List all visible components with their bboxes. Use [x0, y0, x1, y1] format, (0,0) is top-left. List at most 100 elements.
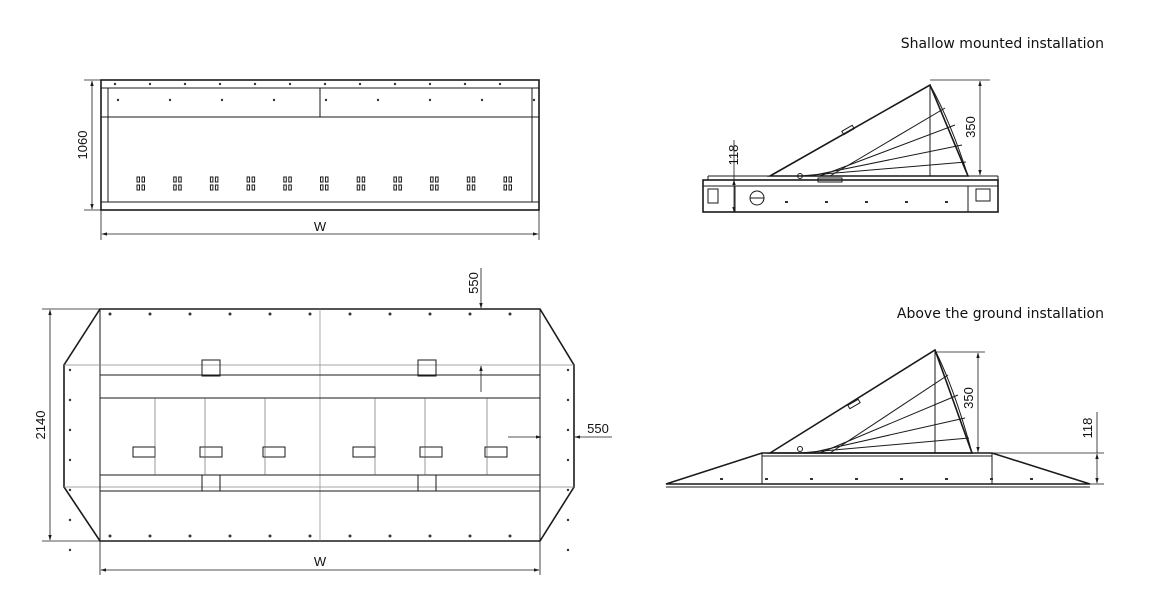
- bolt-icon: [508, 534, 512, 538]
- vent-slot: [251, 184, 256, 191]
- bolt-icon: [566, 518, 570, 522]
- vent-slot: [430, 176, 434, 183]
- above-title: Above the ground installation: [897, 306, 1104, 322]
- bolt-icon: [900, 478, 903, 480]
- bolt-icon: [508, 312, 512, 316]
- vent-slot: [173, 184, 177, 191]
- vent-slot: [435, 176, 439, 183]
- vent-slot: [214, 176, 219, 183]
- bolt-icon: [116, 98, 120, 102]
- bolt-icon: [376, 98, 380, 102]
- bolt-icon: [566, 428, 570, 432]
- dim-550-top: 550: [466, 272, 481, 294]
- bolt-icon: [68, 368, 72, 372]
- bolt-icon: [188, 312, 192, 316]
- mount-bracket: [419, 446, 443, 458]
- bolt-icon: [68, 548, 72, 552]
- bolt-icon: [108, 312, 112, 316]
- vent-slot: [398, 184, 402, 191]
- bolt-icon: [308, 534, 312, 538]
- bolt-icon: [990, 478, 993, 480]
- vent-slot: [508, 176, 512, 183]
- vent-slot: [173, 176, 177, 183]
- mount-bracket: [484, 446, 508, 458]
- vent-slot: [136, 184, 140, 191]
- vent-slot: [283, 176, 287, 183]
- bolt-icon: [468, 534, 472, 538]
- shallow-section: Shallow mounted installation 118 350: [702, 36, 1104, 213]
- vent-slot: [466, 176, 471, 183]
- bolt-icon: [785, 201, 788, 203]
- bolt-icon: [218, 82, 222, 86]
- vent-slot: [283, 184, 287, 191]
- vent-slot: [435, 184, 439, 191]
- vent-slot: [288, 176, 292, 183]
- bolt-icon: [498, 82, 502, 86]
- bolt-icon: [183, 82, 187, 86]
- mount-plate: [201, 359, 221, 377]
- bolt-icon: [532, 98, 536, 102]
- dim-118-shallow: 118: [726, 145, 741, 166]
- bolt-icon: [825, 201, 828, 203]
- bolt-icon: [810, 478, 813, 480]
- vent-slot: [356, 184, 361, 191]
- mount-bracket: [352, 446, 376, 458]
- vent-slot: [136, 176, 140, 183]
- vent-slot: [393, 176, 397, 183]
- bolt-icon: [865, 201, 868, 203]
- dim-w-top: W: [314, 219, 327, 234]
- bolt-icon: [268, 312, 272, 316]
- bolt-icon: [358, 82, 362, 86]
- bolt-icon: [905, 201, 908, 203]
- vent-slot: [471, 184, 476, 191]
- vent-slot: [361, 184, 366, 191]
- vent-slot: [246, 184, 251, 191]
- mount-plate: [417, 359, 437, 377]
- vent-slot: [325, 184, 329, 191]
- bolt-icon: [168, 98, 172, 102]
- bolt-icon: [765, 478, 768, 480]
- bolt-icon: [308, 312, 312, 316]
- bolt-icon: [348, 534, 352, 538]
- bolt-icon: [272, 98, 276, 102]
- vent-slot: [288, 184, 292, 191]
- bolt-icon: [428, 312, 432, 316]
- vent-slot: [141, 176, 145, 183]
- vent-slot: [246, 176, 251, 183]
- vent-slot: [209, 184, 214, 191]
- dim-350-above: 350: [961, 387, 976, 409]
- bolt-icon: [480, 98, 484, 102]
- bolt-icon: [566, 548, 570, 552]
- bolt-icon: [228, 312, 232, 316]
- bolt-icon: [68, 488, 72, 492]
- bolt-icon: [945, 478, 948, 480]
- vent-slot: [503, 184, 507, 191]
- bolt-icon: [393, 82, 397, 86]
- bolt-icon: [566, 488, 570, 492]
- vent-slot: [356, 176, 361, 183]
- dim-1060: 1060: [75, 131, 90, 160]
- bolt-icon: [268, 534, 272, 538]
- plan-view: 2140 W 550 550: [33, 268, 612, 575]
- bolt-icon: [720, 478, 723, 480]
- bolt-icon: [566, 458, 570, 462]
- bolt-icon: [463, 82, 467, 86]
- bolt-icon: [945, 201, 948, 203]
- bolt-icon: [108, 534, 112, 538]
- bolt-icon: [566, 368, 570, 372]
- vent-slot: [398, 176, 402, 183]
- bolt-icon: [468, 312, 472, 316]
- mount-bracket: [199, 446, 223, 458]
- vent-slot: [430, 184, 434, 191]
- bolt-icon: [220, 98, 224, 102]
- vent-slot: [471, 176, 476, 183]
- vent-slot: [209, 176, 214, 183]
- bolt-icon: [148, 82, 152, 86]
- bolt-icon: [855, 478, 858, 480]
- vent-slot: [325, 176, 329, 183]
- vent-slot: [178, 184, 182, 191]
- vent-slot: [466, 184, 471, 191]
- bolt-icon: [253, 82, 257, 86]
- dim-w-plan: W: [314, 554, 327, 569]
- vent-slot: [393, 184, 397, 191]
